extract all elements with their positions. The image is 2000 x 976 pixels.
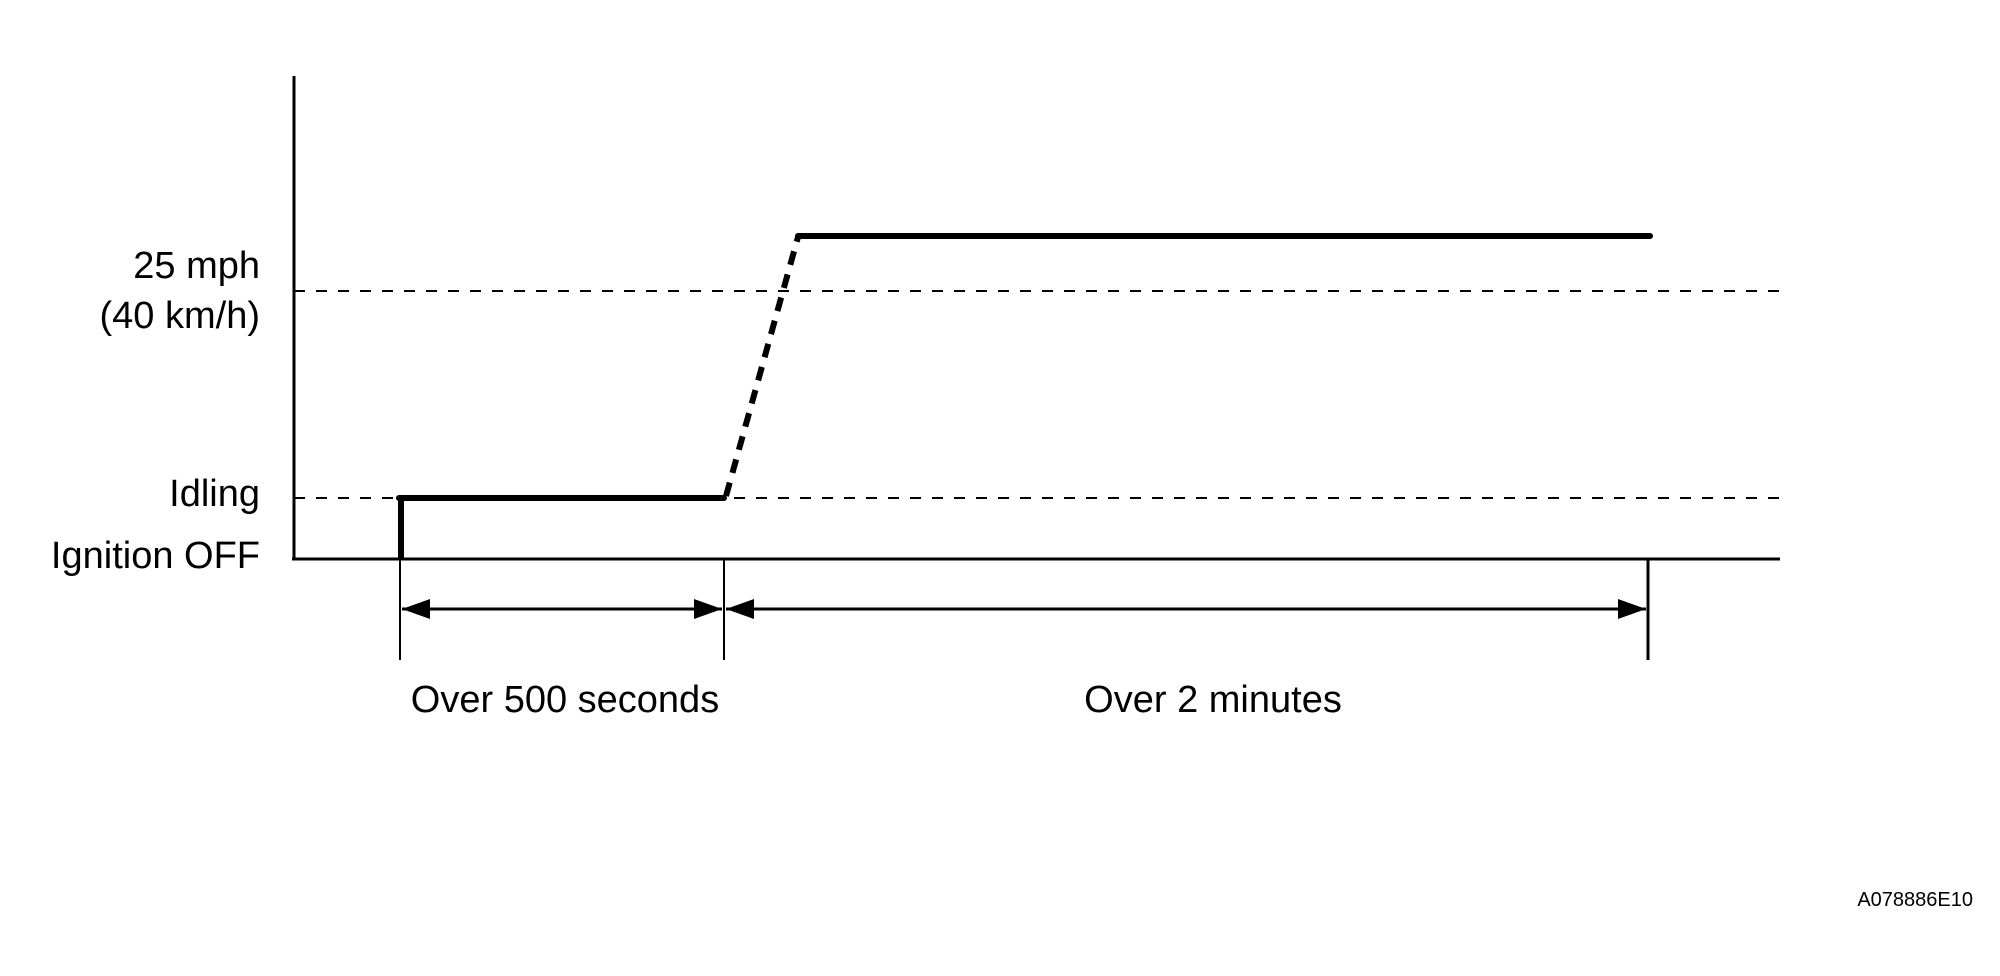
figure-code: A078886E10 [1857,889,1973,911]
speed-kmh-label: (40 km/h) [99,295,260,337]
speed-mph-label: 25 mph [133,245,260,287]
ignition-off-label: Ignition OFF [50,535,260,577]
acceleration-ramp [723,236,801,497]
second-interval-label: Over 2 minutes [1084,679,1342,721]
first-interval-label: Over 500 seconds [410,679,720,721]
idling-label: Idling [169,473,260,515]
